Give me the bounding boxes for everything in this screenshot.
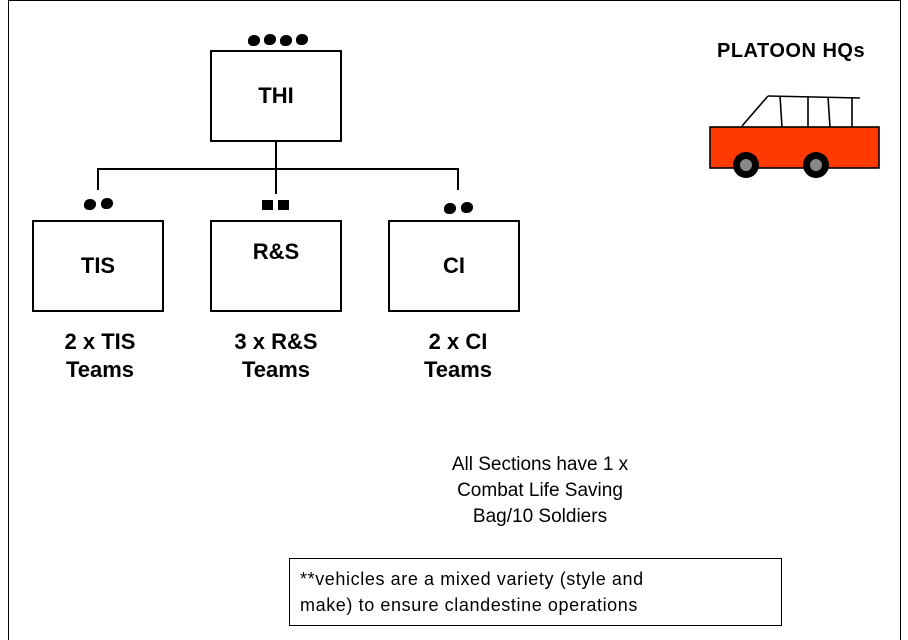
teams-word: Teams [423,357,493,382]
rs-connector [275,168,277,194]
section-box-ci: CI [388,220,520,312]
section-box-rs: R&S [210,220,342,312]
note-line: **vehicles are a mixed variety (style an… [300,569,644,589]
truck-frame-line [827,96,831,128]
truck-frame-line [779,95,783,128]
truck-hubcap [740,159,752,171]
truck-icon [709,95,880,178]
teams-count: 2 x CI [428,329,488,354]
tis-rank-dot [84,199,96,210]
horizontal-connector [97,168,459,170]
note-line: Combat Life Saving [457,480,623,501]
tis-connector [97,168,99,190]
truck-frame-line [741,95,769,127]
teams-ci: 2 x CI Teams [378,328,538,384]
tis-rank-dot [101,198,113,209]
platoon-hq-title: PLATOON HQs [717,40,866,62]
truck-frame-line [767,95,861,99]
teams-word: Teams [241,357,311,382]
teams-count: 2 x TIS [64,329,136,354]
section-label: CI [443,253,465,278]
teams-tis: 2 x TIS Teams [20,328,180,384]
teams-count: 3 x R&S [234,329,318,354]
rs-rank-mark [278,200,289,210]
teams-word: Teams [65,357,135,382]
rs-rank-mark [262,200,273,210]
ci-rank-dot [461,202,473,213]
section-label: TIS [80,253,116,278]
truck-hubcap [810,159,822,171]
note-line: All Sections have 1 x [451,454,629,475]
section-label: R&S [252,239,300,264]
vehicle-note-box: **vehicles are a mixed variety (style an… [289,558,782,626]
page-frame [8,0,901,640]
rank-dot [296,34,308,45]
hq-connector [275,142,277,170]
hq-box: THI [210,50,342,142]
note-line: make) to ensure clandestine operations [300,595,638,615]
rank-dot [264,34,276,45]
hq-label: THI [258,83,294,108]
rank-dot [280,35,292,46]
teams-rs: 3 x R&S Teams [196,328,356,384]
sections-note: All Sections have 1 x Combat Life Saving… [405,452,675,530]
section-box-tis: TIS [32,220,164,312]
rank-dot [248,35,260,46]
ci-connector [457,168,459,190]
ci-rank-dot [444,203,456,214]
note-line: Bag/10 Soldiers [472,506,608,527]
